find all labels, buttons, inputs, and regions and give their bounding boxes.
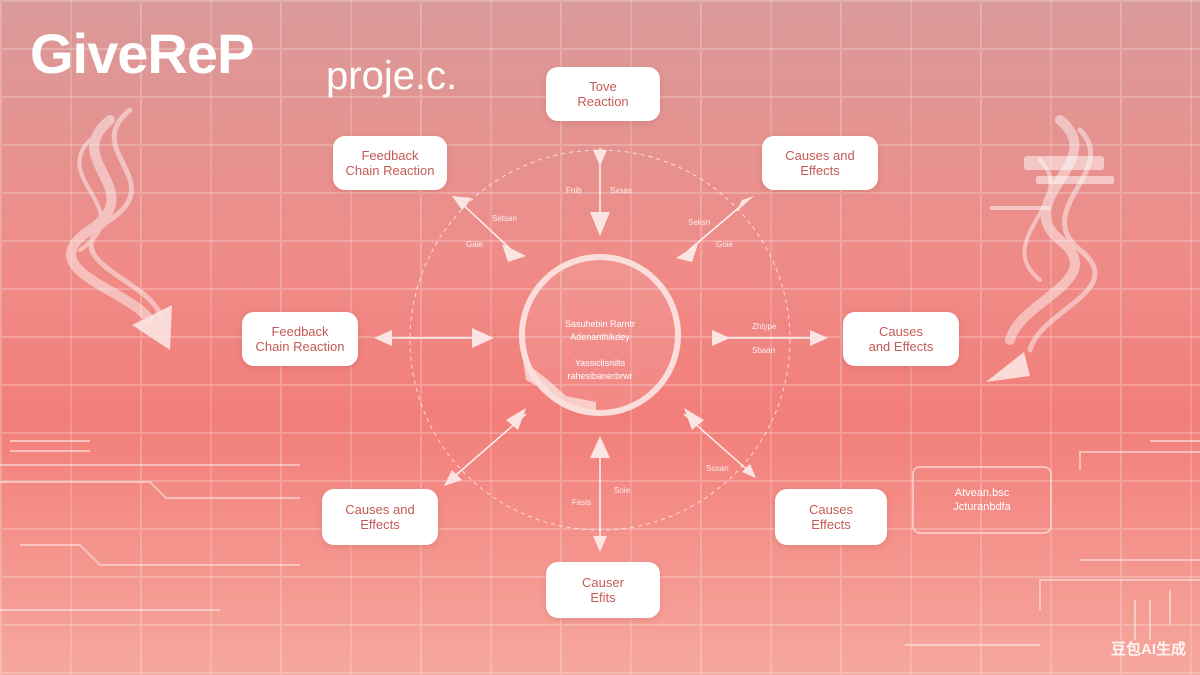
arrowhead-upper-right-inner [676,244,698,262]
smoke-left [66,107,163,325]
label-lower-right-a: Sosan [706,464,729,473]
arrowhead-left-outer [374,330,392,346]
side-info-box: Atvean.bsc Jcturanbdfa [912,466,1052,534]
label-bottom-a: Fasis [572,498,592,507]
label-bottom-b: Soie [614,486,631,495]
arrowhead-top-outer [593,150,607,166]
spoke-upper-left [457,199,519,257]
arrowhead-lower-right-outer [742,464,756,478]
arrowhead-lower-right-inner [684,408,704,430]
arrowhead-upper-right-outer [736,196,754,212]
arrowhead-lower-left-inner [506,408,526,430]
node-bottom: Causer Efits [546,562,660,618]
brand-title: GiveReP [30,22,254,85]
hub-text: Sasuhebin Rarntr Adenarithikdey Yassicli… [564,319,636,381]
arrowhead-top-inner [590,212,610,236]
label-upper-right-a: Seksn [688,218,711,227]
big-arrow-right [986,352,1030,382]
arrowhead-right-outer [810,330,828,346]
node-bottom-left: Causes and Effects [322,489,438,545]
watermark: 豆包AI生成 [1110,641,1186,658]
node-bottom-right: Causes Effects [775,489,887,545]
spoke-upper-right [681,199,749,257]
circuit-traces [0,451,1200,646]
arrowhead-bottom-inner [590,436,610,458]
hub-accent [520,340,596,412]
label-right-a: Zhtype [752,322,777,331]
dot-grid [10,440,1200,452]
brand-subtitle: proje.c. [326,54,458,98]
big-arrow-left [132,305,172,350]
arrowhead-right-inner [712,330,730,346]
spoke-arrowheads [374,150,828,552]
arrowhead-upper-left-inner [502,244,526,262]
node-top: Tove Reaction [546,67,660,121]
label-top-a: Fnib [566,186,582,195]
label-upper-right-b: Goie [716,240,733,249]
label-top-b: Sxsas [610,186,632,195]
label-upper-left-a: Setsan [492,214,517,223]
node-top-left: Feedback Chain Reaction [333,136,447,190]
node-right: Causes and Effects [843,312,959,366]
node-top-right: Causes and Effects [762,136,878,190]
arrowhead-bottom-outer [593,536,607,552]
device-graphic [990,156,1114,210]
arrowhead-left-inner [472,328,494,348]
hub-ring [519,254,681,416]
arrowhead-upper-left-outer [452,196,472,210]
arrowhead-lower-left-outer [444,470,462,486]
node-left: Feedback Chain Reaction [242,312,358,366]
label-right-b: Sbaan [752,346,776,355]
label-upper-left-b: Gaie [466,240,483,249]
